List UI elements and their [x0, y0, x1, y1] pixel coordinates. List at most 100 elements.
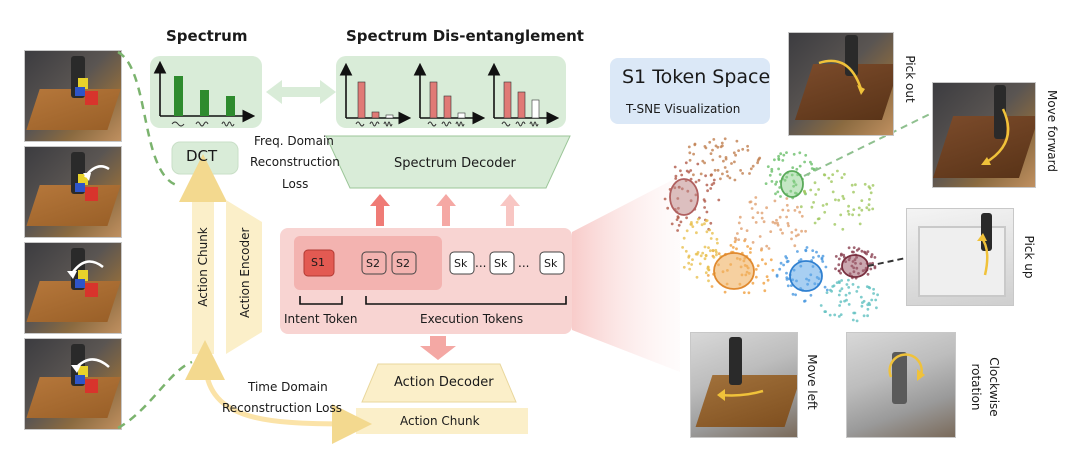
tsne-point: [699, 254, 703, 258]
tsne-point: [740, 227, 743, 231]
tsne-point: [790, 237, 793, 241]
tsne-point: [706, 266, 710, 269]
tsne-point: [701, 251, 705, 255]
tsne-point: [846, 209, 850, 213]
tsne-point: [869, 191, 873, 195]
tsne-point: [766, 165, 770, 169]
tsne-point: [675, 218, 679, 222]
tsne-point: [790, 231, 794, 234]
tsne-point: [785, 256, 789, 260]
tsne-point: [847, 303, 851, 306]
tsne-point: [706, 274, 710, 277]
tsne-point: [706, 189, 709, 193]
tsne-point: [841, 227, 845, 231]
disentangle-bar-3a: [503, 81, 512, 119]
tsne-point: [731, 246, 735, 249]
tsne-point: [860, 199, 864, 203]
tsne-point: [749, 167, 753, 171]
tsne-point: [781, 208, 785, 212]
tsne-point: [695, 252, 699, 256]
tsne-point: [800, 229, 803, 233]
tsne-point: [715, 253, 718, 257]
tsne-point: [751, 281, 755, 285]
tsne-point: [861, 301, 864, 304]
tsne-point: [785, 215, 788, 219]
tsne-point: [704, 253, 708, 257]
tsne-point: [711, 148, 714, 152]
tsne-point: [709, 174, 713, 177]
tsne-point: [785, 203, 789, 207]
tsne-point: [681, 246, 684, 249]
tsne-point: [822, 173, 826, 177]
tsne-point: [773, 221, 777, 225]
tsne-point: [837, 257, 841, 261]
token-space-title: S1 Token Space: [622, 66, 771, 88]
tsne-point: [793, 244, 797, 248]
tsne-point: [785, 271, 788, 275]
tsne-point: [738, 215, 742, 219]
intent-bracket: [299, 296, 343, 305]
tsne-point: [825, 291, 829, 294]
projection-fan: [572, 176, 680, 372]
tsne-point: [732, 151, 736, 155]
tsne-point: [813, 181, 817, 185]
execution-bracket: [365, 296, 567, 305]
tsne-point: [796, 205, 799, 209]
tsne-point: [687, 254, 691, 258]
tsne-point: [867, 203, 871, 207]
tsne-point: [749, 247, 752, 251]
tsne-point: [676, 229, 679, 232]
tsne-point: [816, 217, 820, 221]
tsne-point: [743, 238, 747, 241]
tsne-point: [737, 221, 741, 225]
tsne-point: [704, 174, 707, 178]
tsne-point: [837, 198, 841, 202]
tsne-point: [697, 178, 701, 182]
tsne-point: [850, 183, 854, 187]
tsne-point: [811, 249, 815, 253]
tsne-point: [824, 310, 827, 313]
tsne-point: [785, 260, 789, 264]
tsne-point: [746, 144, 749, 148]
tsne-point: [673, 165, 677, 169]
tsne-point: [803, 190, 806, 194]
tsne-point: [715, 237, 719, 241]
tsne-point: [837, 280, 841, 283]
token-space-header: [610, 58, 770, 124]
disentangle-bar-2a: [429, 81, 438, 119]
token-sk-label-1: Sk: [454, 257, 468, 270]
tsne-point: [775, 274, 779, 278]
cluster-ellipse-orange: [713, 252, 755, 290]
tsne-point: [823, 285, 827, 289]
tsne-point: [851, 283, 855, 286]
tsne-point: [695, 220, 699, 224]
tsne-point: [833, 313, 837, 317]
tsne-point: [873, 265, 877, 268]
tsne-point: [741, 147, 745, 151]
photo-move-left: [690, 332, 798, 438]
tsne-point: [863, 182, 867, 186]
tsne-point: [670, 222, 674, 226]
tsne-point: [786, 209, 790, 212]
tsne-point: [726, 174, 730, 178]
cluster-ellipse-blue: [789, 260, 823, 292]
tsne-point: [707, 246, 710, 250]
tsne-point: [711, 249, 715, 252]
tsne-point: [688, 151, 692, 155]
clockwise-label-2: rotation: [969, 363, 983, 411]
disentangle-bar-1c: [385, 114, 394, 119]
tsne-point: [870, 253, 874, 256]
tsne-point: [775, 180, 778, 184]
execution-tokens-label: Execution Tokens: [420, 312, 524, 326]
tsne-point: [758, 156, 762, 160]
tsne-point: [774, 192, 777, 196]
tsne-point: [851, 213, 854, 217]
token-s2-label-1: S2: [366, 257, 380, 270]
tsne-point: [794, 293, 797, 297]
tsne-point: [754, 221, 758, 224]
tsne-point: [763, 289, 767, 293]
tsne-point: [716, 241, 719, 245]
tsne-point: [804, 153, 808, 157]
tsne-point: [674, 177, 678, 180]
freq-loss-line-3: Loss: [282, 177, 309, 191]
